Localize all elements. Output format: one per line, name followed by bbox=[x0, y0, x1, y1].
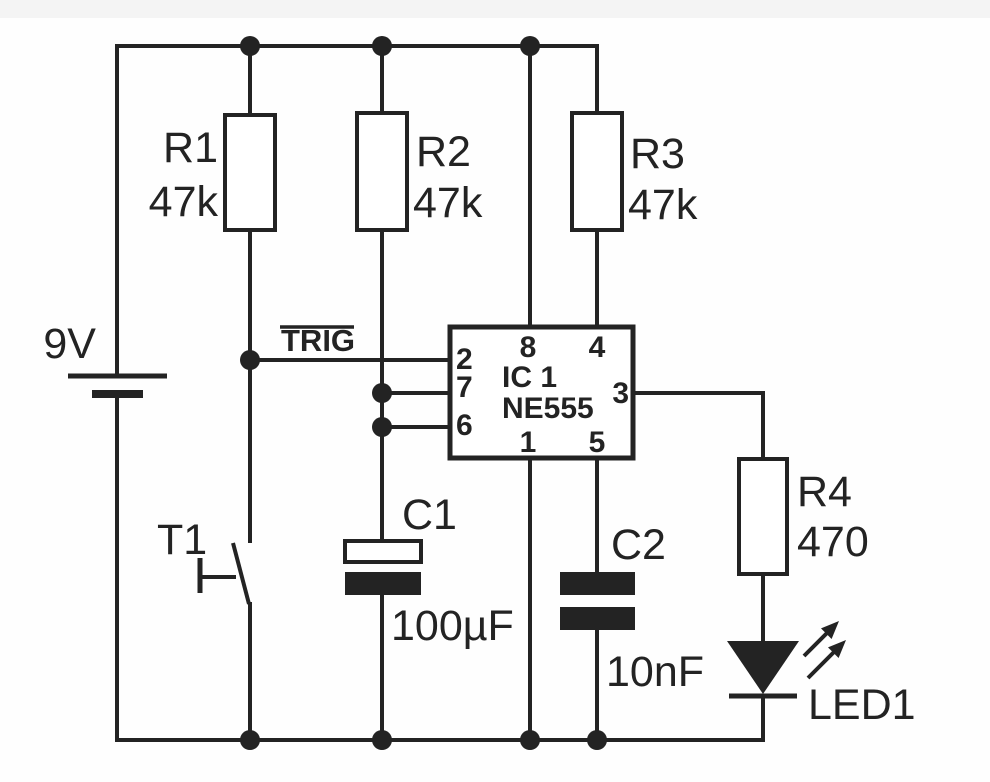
junction-dots bbox=[240, 36, 607, 750]
resistor-r3-value: 47k bbox=[628, 181, 698, 229]
ic1-pin1-label: 1 bbox=[520, 426, 537, 459]
led1-ref: LED1 bbox=[808, 681, 916, 729]
pushbutton-t1: T1 bbox=[157, 516, 251, 605]
resistor-r2: R2 47k bbox=[355, 111, 483, 232]
junction-dot bbox=[372, 36, 392, 56]
resistor-r4-value: 470 bbox=[797, 518, 869, 566]
trig-net-label: TRIG bbox=[280, 323, 355, 358]
ic1-pin7-label: 7 bbox=[456, 371, 473, 404]
junction-dot bbox=[520, 730, 540, 750]
ic1-part-number: NE555 bbox=[502, 392, 594, 425]
ic1-pin3-label: 3 bbox=[612, 377, 629, 410]
junction-dot bbox=[372, 730, 392, 750]
top-margin-shade bbox=[0, 0, 990, 18]
led-emission-arrow-head-upper bbox=[821, 621, 839, 639]
capacitor-c2-bottom-plate bbox=[560, 607, 635, 630]
capacitor-c1-value: 100µF bbox=[391, 602, 514, 650]
resistor-r1-ref: R1 bbox=[163, 124, 218, 172]
resistor-r1: R1 47k bbox=[149, 113, 277, 232]
capacitor-c2: C2 10nF bbox=[560, 521, 704, 696]
junction-dot bbox=[240, 730, 260, 750]
wire-top-rail bbox=[115, 44, 599, 378]
ic1-ref: IC 1 bbox=[502, 361, 557, 394]
junction-dot bbox=[520, 36, 540, 56]
capacitor-c1: C1 100µF bbox=[343, 491, 514, 650]
ic1-body bbox=[447, 324, 636, 461]
led-emission-arrow-shaft-upper bbox=[802, 630, 830, 658]
switch-lever bbox=[231, 542, 251, 605]
junction-dot bbox=[240, 350, 260, 370]
battery-9v: 9V bbox=[43, 320, 167, 398]
capacitor-c2-value: 10nF bbox=[606, 648, 704, 696]
junction-dot bbox=[587, 730, 607, 750]
resistor-r4-body bbox=[737, 457, 789, 576]
wire-pin3-output bbox=[631, 391, 765, 461]
ic1-pin5-label: 5 bbox=[589, 426, 606, 459]
capacitor-c2-ref: C2 bbox=[611, 521, 666, 569]
led-emission-arrow-shaft-lower bbox=[806, 650, 836, 680]
capacitor-c1-positive-plate bbox=[343, 539, 423, 564]
resistor-r1-body bbox=[223, 113, 277, 232]
led-emission-arrow-head-lower bbox=[828, 640, 846, 658]
ic1-pin4-label: 4 bbox=[589, 331, 606, 364]
ic1-ne555: IC 1 NE555 2 7 6 8 4 3 1 5 bbox=[447, 324, 636, 461]
ic1-pin6-label: 6 bbox=[456, 409, 473, 442]
resistor-r2-value: 47k bbox=[413, 179, 483, 227]
junction-dot bbox=[372, 417, 392, 437]
resistor-r1-value: 47k bbox=[149, 178, 219, 226]
resistor-r4: R4 470 bbox=[737, 457, 869, 576]
junction-dot bbox=[240, 36, 260, 56]
resistor-r4-ref: R4 bbox=[797, 468, 852, 516]
battery-label: 9V bbox=[43, 320, 96, 368]
resistor-r3-body bbox=[570, 111, 624, 232]
pushbutton-t1-ref: T1 bbox=[157, 516, 207, 564]
ic1-pin8-label: 8 bbox=[520, 331, 537, 364]
resistor-r2-body bbox=[355, 111, 409, 232]
capacitor-c1-negative-plate bbox=[345, 572, 421, 595]
resistor-r2-ref: R2 bbox=[416, 128, 471, 176]
ic1-pin2-label: 2 bbox=[456, 343, 473, 376]
wire-bottom-rail bbox=[115, 392, 765, 742]
junction-dot bbox=[372, 383, 392, 403]
capacitor-c2-top-plate bbox=[560, 572, 635, 595]
capacitor-c1-ref: C1 bbox=[402, 491, 457, 539]
wires bbox=[115, 44, 765, 742]
resistor-r3: R3 47k bbox=[570, 111, 698, 232]
resistor-r3-ref: R3 bbox=[630, 130, 685, 178]
trig-text: TRIG bbox=[281, 323, 355, 358]
led-triangle bbox=[727, 641, 799, 694]
led1: LED1 bbox=[727, 621, 916, 729]
